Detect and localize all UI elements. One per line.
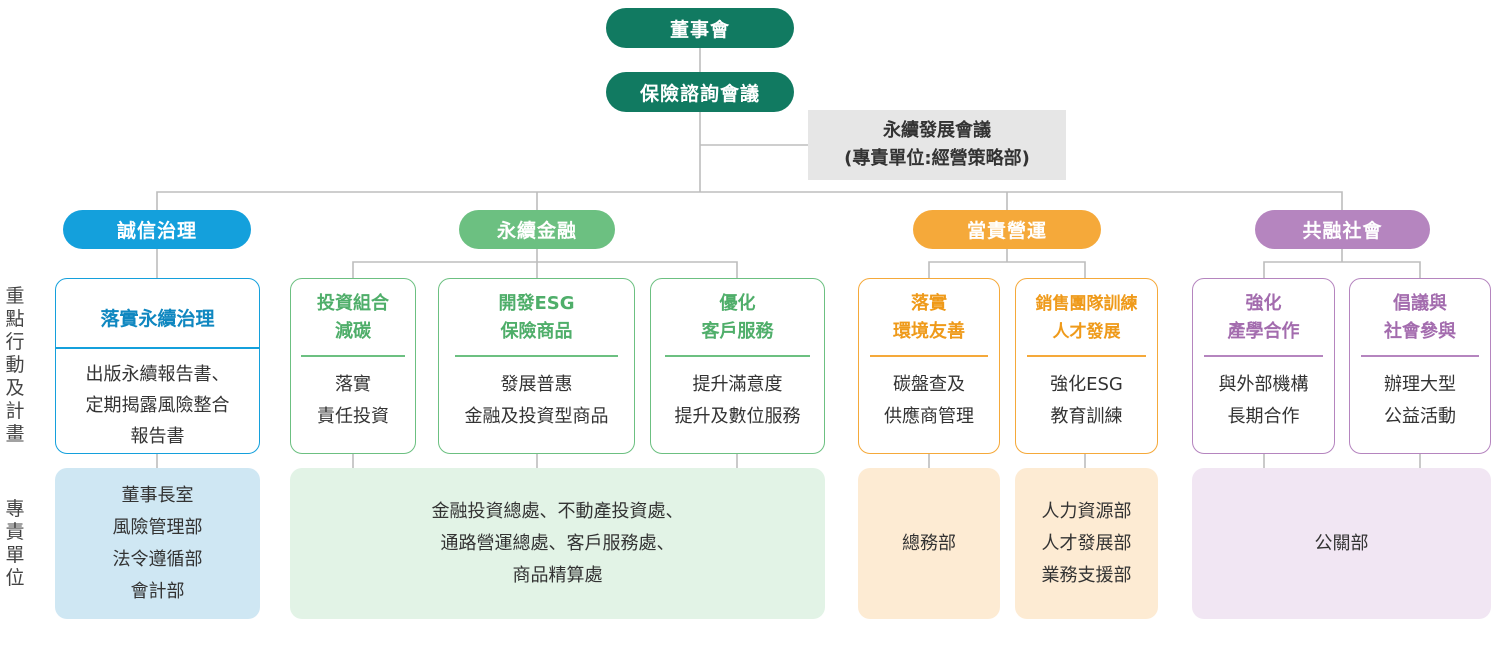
action-title: 倡議與 社會參與 <box>1384 293 1456 342</box>
unit-public-relations: 公關部 <box>1192 468 1491 619</box>
pillar-integrity-governance: 誠信治理 <box>63 210 251 249</box>
divider <box>56 347 259 349</box>
divider <box>300 355 406 357</box>
action-title: 投資組合 減碳 <box>317 293 389 342</box>
action-title: 優化 客戶服務 <box>701 293 774 342</box>
action-card-industry-academia: 強化 產學合作 與外部機構 長期合作 <box>1192 278 1335 454</box>
unit-finance: 金融投資總處、不動產投資處、 通路營運總處、客戶服務處、 商品精算處 <box>290 468 825 619</box>
action-card-environment: 落實 環境友善 碳盤查及 供應商管理 <box>858 278 1000 454</box>
divider <box>1204 355 1323 357</box>
action-card-esg-products: 開發ESG 保險商品 發展普惠 金融及投資型商品 <box>438 278 635 454</box>
action-card-social-participation: 倡議與 社會參與 辦理大型 公益活動 <box>1349 278 1491 454</box>
action-desc: 發展普惠 金融及投資型商品 <box>464 373 609 427</box>
pillar-sustainable-finance: 永續金融 <box>459 210 615 249</box>
pillar-inclusive-society: 共融社會 <box>1255 210 1430 249</box>
sustainability-committee-node: 永續發展會議 (專責單位:經營策略部) <box>808 110 1066 180</box>
divider <box>1361 355 1479 357</box>
unit-general-affairs: 總務部 <box>858 468 1000 619</box>
action-desc: 碳盤查及 供應商管理 <box>884 373 974 427</box>
divider <box>664 355 811 357</box>
pillar-responsible-operations: 當責營運 <box>913 210 1101 249</box>
action-card-decarbonization: 投資組合 減碳 落實 責任投資 <box>290 278 416 454</box>
unit-human-resources: 人力資源部 人才發展部 業務支援部 <box>1015 468 1158 619</box>
action-title: 強化 產學合作 <box>1227 293 1300 342</box>
action-card-customer-service: 優化 客戶服務 提升滿意度 提升及數位服務 <box>650 278 825 454</box>
side-label-actions: 重 點 行 動 及 計 畫 <box>5 285 25 445</box>
action-desc: 落實 責任投資 <box>317 373 389 427</box>
action-desc: 辦理大型 公益活動 <box>1384 373 1456 427</box>
action-title: 銷售團隊訓練 人才發展 <box>1035 294 1138 342</box>
divider <box>454 355 619 357</box>
sustainability-committee-label: 永續發展會議 (專責單位:經營策略部) <box>844 120 1030 169</box>
action-card-talent: 銷售團隊訓練 人才發展 強化ESG 教育訓練 <box>1015 278 1158 454</box>
action-title: 落實永續治理 <box>100 308 215 330</box>
insurance-council-node: 保險諮詢會議 <box>606 72 794 112</box>
action-title: 落實 環境友善 <box>893 293 965 342</box>
action-desc: 出版永續報告書、 定期揭露風險整合 報告書 <box>85 363 230 447</box>
action-desc: 強化ESG 教育訓練 <box>1050 373 1123 427</box>
board-node: 董事會 <box>606 8 794 48</box>
unit-governance: 董事長室 風險管理部 法令遵循部 會計部 <box>55 468 260 619</box>
action-desc: 與外部機構 長期合作 <box>1218 373 1309 427</box>
divider <box>870 355 988 357</box>
action-title: 開發ESG 保險商品 <box>498 293 575 342</box>
divider <box>1027 355 1146 357</box>
action-card-governance: 落實永續治理 出版永續報告書、 定期揭露風險整合 報告書 <box>55 278 260 454</box>
side-label-units: 專 責 單 位 <box>5 498 25 589</box>
action-desc: 提升滿意度 提升及數位服務 <box>674 373 801 427</box>
